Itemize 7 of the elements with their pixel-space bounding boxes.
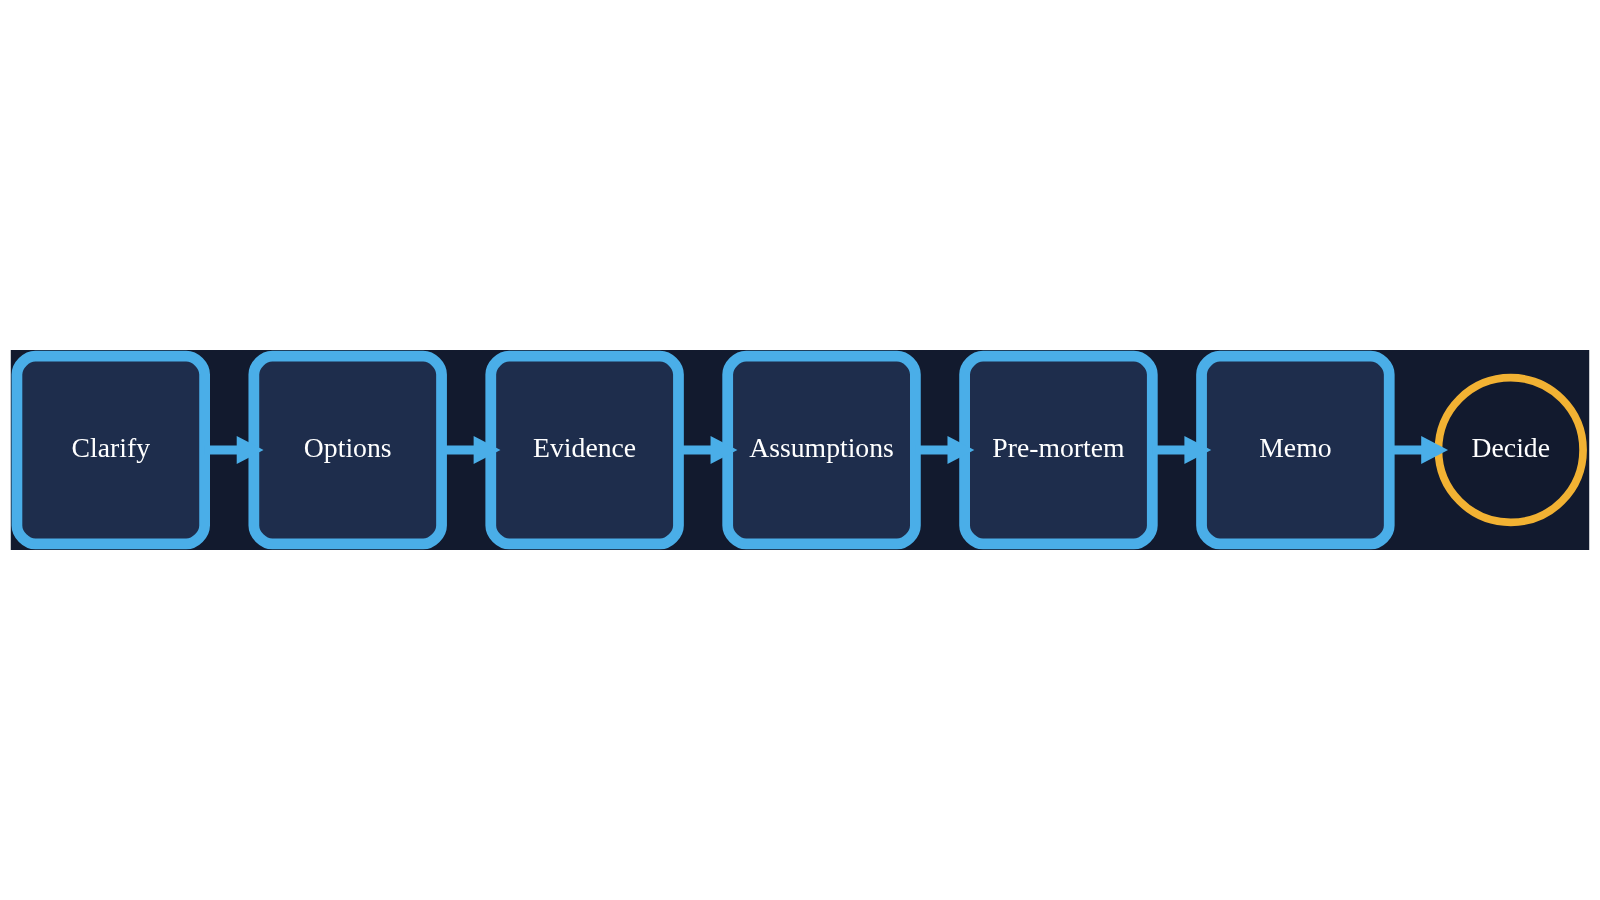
node-box: Options [248, 350, 447, 550]
node-circle: Decide [1434, 373, 1587, 527]
node-box: Evidence [485, 350, 684, 550]
node-box: Pre-mortem [959, 350, 1158, 550]
node-box: Memo [1196, 350, 1395, 550]
node-box: Assumptions [722, 350, 921, 550]
node-box: Clarify [11, 350, 210, 550]
